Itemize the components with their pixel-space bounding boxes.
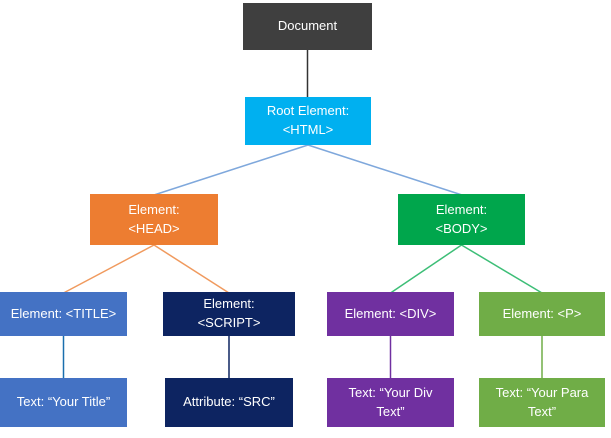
- node-element-div: Element: <DIV>: [327, 292, 454, 336]
- node-text-your-para-text: Text: “Your Para Text”: [479, 378, 605, 427]
- node-element-script: Element: <SCRIPT>: [163, 292, 295, 336]
- connector-head-title: [63, 244, 155, 294]
- node-element-head-label-line2: <HEAD>: [128, 220, 180, 236]
- node-attribute-src: Attribute: “SRC”: [165, 378, 293, 427]
- node-element-p-label: Element: <P>: [502, 305, 582, 321]
- node-attribute-src-label: Attribute: “SRC”: [183, 394, 275, 410]
- node-root-element-html: Root Element: <HTML>: [245, 97, 371, 145]
- connector-html-body: [307, 144, 463, 196]
- connector-body-div: [390, 244, 462, 294]
- node-text-your-para-text-label-line2: Text”: [527, 403, 557, 419]
- node-text-your-div-text-label-line2: Text”: [376, 403, 405, 419]
- node-text-your-para-text-label-line1: Text: “Your Para: [495, 384, 589, 400]
- node-element-p: Element: <P>: [479, 292, 605, 336]
- node-text-your-title-label: Text: “Your Title”: [16, 394, 111, 410]
- connector-html-head: [153, 144, 309, 196]
- node-element-body: Element: <BODY>: [398, 194, 525, 245]
- node-text-your-div-text-label-line1: Text: “Your Div: [348, 384, 433, 400]
- node-element-title: Element: <TITLE>: [0, 292, 127, 336]
- node-document-label: Document: [277, 18, 338, 34]
- node-root-element-html-label-line2: <HTML>: [282, 122, 334, 137]
- node-element-head: Element: <HEAD>: [90, 194, 218, 245]
- node-document: Document: [243, 3, 372, 50]
- connector-body-p: [461, 244, 543, 294]
- node-element-div-label: Element: <DIV>: [344, 305, 437, 321]
- node-root-element-html-label-line1: Root Element:: [266, 103, 350, 119]
- connector-head-script: [153, 244, 230, 294]
- node-text-your-div-text: Text: “Your Div Text”: [327, 378, 454, 427]
- node-element-script-label-line1: Element:: [203, 296, 255, 312]
- node-element-head-label-line1: Element:: [128, 201, 180, 217]
- node-text-your-title: Text: “Your Title”: [0, 378, 127, 427]
- node-element-script-label-line2: <SCRIPT>: [197, 315, 261, 330]
- node-element-body-label-line2: <BODY>: [435, 220, 488, 236]
- node-element-body-label-line1: Element:: [435, 201, 488, 217]
- node-element-title-label: Element: <TITLE>: [10, 305, 117, 321]
